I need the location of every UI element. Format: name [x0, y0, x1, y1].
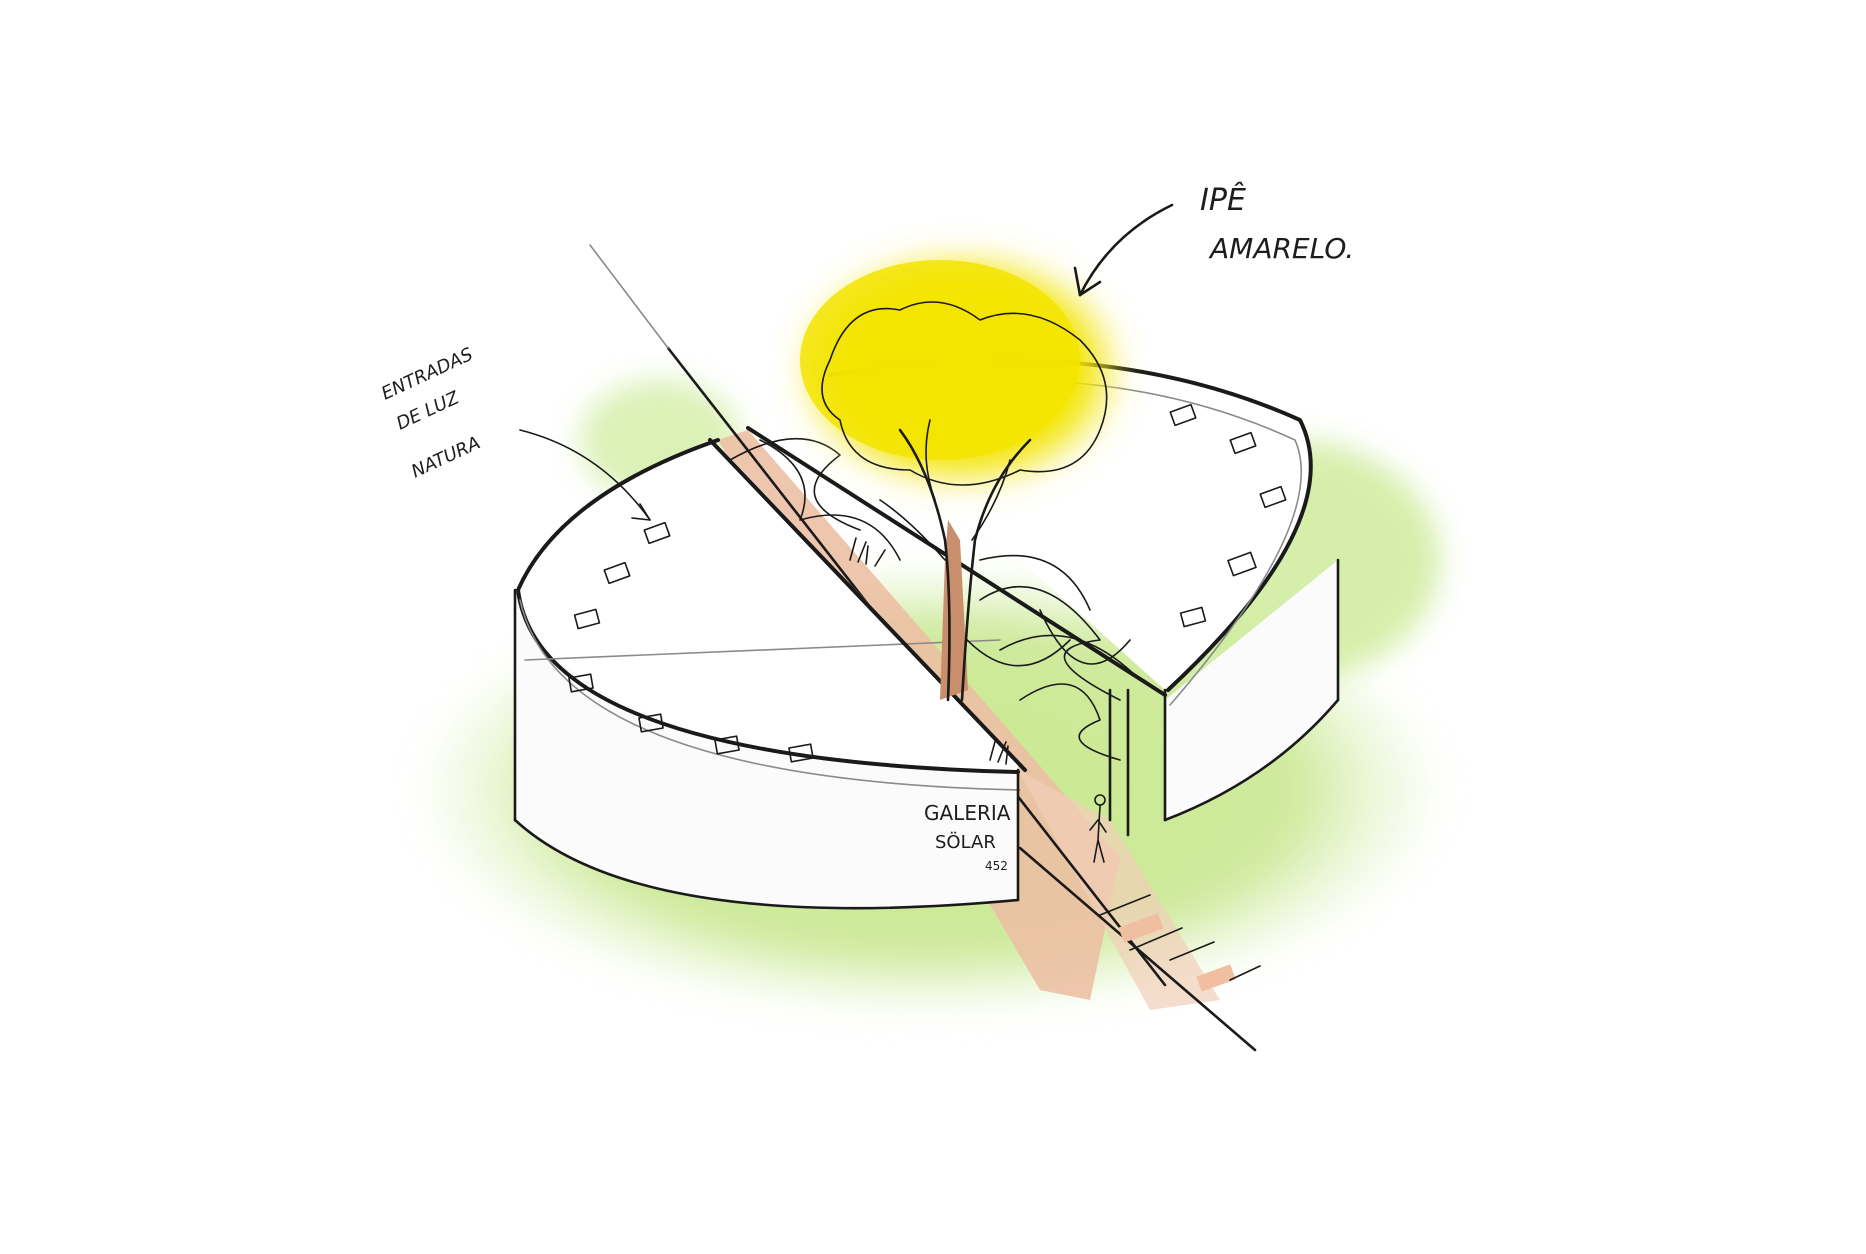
person-figure [1089, 794, 1107, 863]
skylight [1227, 551, 1257, 577]
skylights [568, 403, 1287, 763]
skylight-arrow [519, 429, 651, 521]
gallery-building [513, 357, 1340, 910]
skylight [643, 521, 671, 545]
skylight [714, 735, 740, 755]
skylight [573, 608, 601, 630]
building-sign: GALERIA SÖLAR 452 [924, 801, 1011, 873]
skylight [1229, 431, 1257, 455]
grass-tufts [849, 537, 1009, 765]
entrance-steps [1099, 894, 1261, 992]
skylight [568, 673, 594, 693]
skylight [1179, 606, 1207, 628]
sign-line-1: GALERIA [924, 801, 1011, 825]
tree-arrow [1078, 203, 1174, 297]
sign-number: 452 [985, 859, 1008, 873]
skylight [1259, 485, 1287, 509]
skylight [788, 743, 814, 763]
tree-annotation: IPÊ AMARELO. [1073, 182, 1354, 297]
sign-line-2: SÖLAR [935, 831, 996, 853]
skylight-label-line-1: ENTRADAS [378, 344, 476, 405]
ipe-tree [790, 245, 1130, 702]
skylight [1169, 403, 1197, 427]
skylight [638, 713, 664, 733]
skylight [603, 561, 631, 585]
skylight-label-line-3: NATURA [408, 432, 483, 482]
tree-label-line-2: AMARELO. [1208, 232, 1354, 265]
tree-label-line-1: IPÊ [1200, 182, 1246, 218]
